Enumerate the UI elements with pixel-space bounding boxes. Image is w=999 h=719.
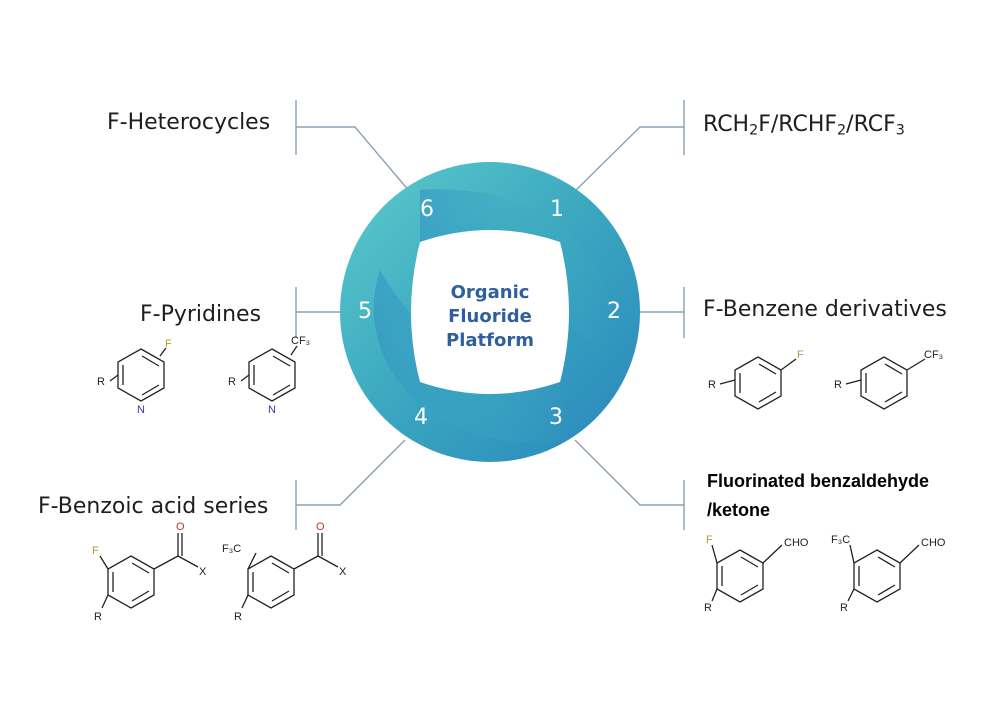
platform-title-line-1: Organic <box>451 282 530 303</box>
structure-trifluoromethylpyridine <box>240 345 298 402</box>
atom-f3c: F₃C <box>222 543 241 555</box>
segment-number-2: 2 <box>607 299 621 324</box>
atom-f: F <box>92 545 99 557</box>
connector-4-line <box>296 439 406 506</box>
structure-trifluoromethylbenzaldehyde <box>847 544 920 603</box>
segment-number-1: 1 <box>550 197 564 222</box>
connector-lines <box>295 100 685 530</box>
atom-cf3: CF₃ <box>924 349 943 361</box>
connector-3-line <box>574 439 684 506</box>
platform-title: Organic Fluoride Platform <box>446 282 534 351</box>
atom-x: X <box>199 566 207 578</box>
atom-r: R <box>94 611 102 623</box>
structure-fluorobenzaldehyde <box>711 544 783 603</box>
category-label-3-line-1: Fluorinated benzaldehyde <box>707 471 930 491</box>
structure-fluorobenzene <box>719 356 797 410</box>
ring-center <box>411 230 569 394</box>
category-label-1: RCH2F/RCHF2/RCF3 <box>703 112 905 139</box>
atom-r: R <box>228 376 236 388</box>
category-label-2: F-Benzene derivatives <box>703 297 947 322</box>
connector-1-line <box>573 126 684 193</box>
atom-r: R <box>234 611 242 623</box>
structure-trifluoromethylbenzene <box>845 356 926 410</box>
atom-n: N <box>268 404 276 416</box>
atom-r: R <box>704 602 712 614</box>
ring-swirl-2 <box>373 270 570 443</box>
atom-f: F <box>797 349 804 361</box>
structure-fluoropyridine <box>109 347 167 402</box>
atom-f: F <box>165 338 172 350</box>
atom-o: O <box>316 521 325 533</box>
connector-6-line <box>296 126 411 193</box>
atom-r: R <box>708 379 716 391</box>
atom-labels: F R N CF₃ R N F R CF₃ R O F X R O F₃C X … <box>92 335 946 623</box>
segment-number-3: 3 <box>549 405 563 430</box>
category-label-3-line-2: /ketone <box>707 500 771 520</box>
segment-numbers: 1 2 3 4 5 6 <box>358 197 621 430</box>
structure-trifluoromethylbenzoic <box>241 533 339 609</box>
atom-n: N <box>137 404 145 416</box>
platform-ring <box>340 162 640 462</box>
category-label-5: F-Pyridines <box>140 302 262 327</box>
platform-title-line-2: Fluoride <box>448 306 532 327</box>
structure-fluorobenzoic <box>99 533 199 609</box>
structures <box>99 345 926 609</box>
platform-title-line-3: Platform <box>446 330 534 351</box>
atom-cho: CHO <box>784 537 809 549</box>
atom-r: R <box>97 376 105 388</box>
segment-number-6: 6 <box>420 197 434 222</box>
atom-x: X <box>339 566 347 578</box>
segment-number-4: 4 <box>414 405 428 430</box>
atom-cho: CHO <box>921 537 946 549</box>
category-label-6: F-Heterocycles <box>107 110 271 135</box>
category-label-4: F-Benzoic acid series <box>38 494 269 519</box>
atom-f: F <box>706 534 713 546</box>
atom-o: O <box>176 521 185 533</box>
atom-r: R <box>840 602 848 614</box>
atom-f3c: F₃C <box>831 534 850 546</box>
atom-cf3: CF₃ <box>291 335 310 347</box>
atom-r: R <box>834 379 842 391</box>
segment-number-5: 5 <box>358 299 372 324</box>
